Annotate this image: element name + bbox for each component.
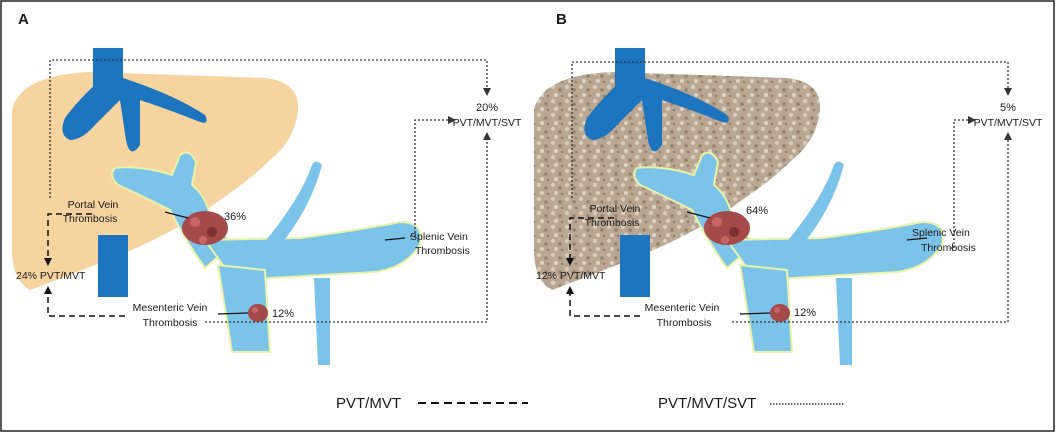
legend-dotted-label: PVT/MVT/SVT	[658, 395, 756, 412]
panel-b-dotted-mesenteric	[732, 136, 1009, 323]
panel-a-dashed-top	[47, 213, 92, 262]
panel-a-splenic-label-2: Thrombosis	[415, 245, 470, 257]
panel-b-letter: B	[556, 11, 567, 28]
panel-a-left-stat: 24% PVT/MVT	[16, 270, 86, 282]
panel-b-dotted-loop	[571, 61, 1009, 198]
panel-b: B Portal Vein Thrombosis 64% Splenic Vei…	[533, 11, 1043, 366]
panel-a-mesenteric-pct: 12%	[272, 308, 294, 320]
panel-b-splenic-label-1: Splenic Vein	[912, 227, 970, 239]
panel-a-dotted-mesenteric	[205, 136, 488, 323]
panel-a-portal-pct: 36%	[224, 211, 246, 223]
panel-b-right-label: PVT/MVT/SVT	[974, 117, 1043, 129]
legend-dashed-label: PVT/MVT	[336, 395, 401, 412]
panel-a-dotted-splenic	[410, 119, 452, 237]
panel-b-portal-pct: 64%	[746, 205, 768, 217]
panel-b-mesenteric-pct: 12%	[794, 307, 816, 319]
panel-a: A Portal Vein Thrombosis 36% Splenic Vei…	[11, 11, 522, 366]
panel-a-dashed-bottom	[47, 290, 125, 317]
panel-a-portal-label-1: Portal Vein	[68, 199, 119, 211]
panel-b-portal-label-2: Thrombosis	[585, 217, 640, 229]
panel-b-mesenteric-label-1: Mesenteric Vein	[645, 302, 720, 314]
panel-b-dotted-splenic	[950, 119, 972, 249]
legend: PVT/MVT PVT/MVT/SVT	[336, 395, 845, 412]
panel-a-dotted-loop	[49, 59, 488, 198]
panel-b-portal-label-1: Portal Vein	[590, 203, 641, 215]
panel-b-splenic-label-2: Thrombosis	[921, 242, 976, 254]
panel-a-right-label: PVT/MVT/SVT	[453, 117, 522, 129]
panel-b-left-stat: 12% PVT/MVT	[536, 270, 606, 282]
panel-a-portal-label-2: Thrombosis	[63, 213, 118, 225]
panel-b-right-pct: 5%	[1000, 102, 1016, 114]
panel-b-mesenteric-label-2: Thrombosis	[657, 317, 712, 329]
panel-b-dashed-top	[569, 217, 614, 262]
panel-a-splenic-label-1: Splenic Vein	[410, 231, 468, 243]
panel-a-right-pct: 20%	[476, 102, 498, 114]
panel-a-mesenteric-label-2: Thrombosis	[143, 317, 198, 329]
panel-a-letter: A	[18, 11, 29, 28]
panel-b-dashed-bottom	[569, 290, 640, 317]
panel-a-mesenteric-label-1: Mesenteric Vein	[133, 302, 208, 314]
